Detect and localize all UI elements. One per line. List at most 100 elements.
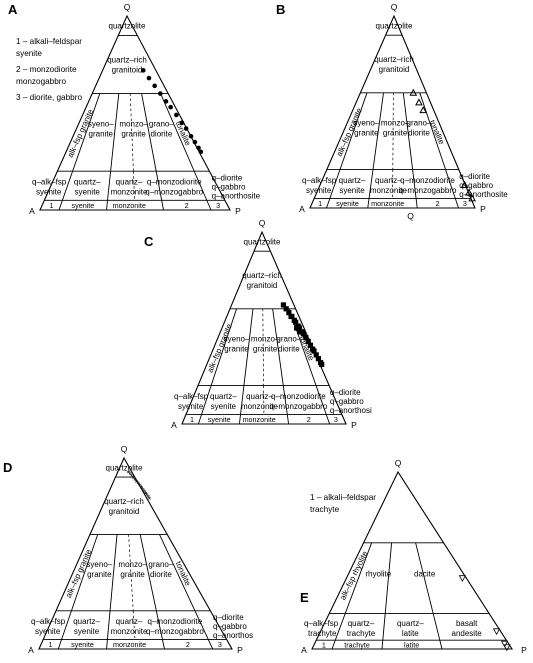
label-rhyolite: rhyolite (365, 570, 391, 579)
data-point-2 (286, 310, 292, 316)
data-point-6 (174, 112, 179, 118)
data-point-7: * (138, 482, 142, 492)
label-quartzolite: quartzolite (376, 22, 413, 31)
label-q-monzodiorite: q–monzodiorite (271, 392, 326, 401)
data-point-1 (415, 98, 423, 106)
data-point-4 (465, 188, 473, 196)
label-quartz-monzonite-1: quartz– (116, 178, 143, 187)
label-quartz-syenite-1: quartz– (73, 617, 100, 626)
label-quartz-syenite-2: syenite (211, 402, 237, 411)
data-point-2 (152, 83, 157, 89)
data-point-21 (297, 329, 303, 335)
data-point-13 (307, 342, 314, 348)
triangle-outline (38, 456, 233, 650)
label-granodiorite-1: grano– (149, 120, 174, 129)
label-q-gabbro: q–gabbro (330, 397, 364, 406)
corner-p: P (521, 645, 527, 655)
data-point-10: * (142, 487, 146, 497)
label-q-monzodiorite: q–monzodiorite (400, 176, 455, 185)
panel-letter: C (144, 234, 154, 249)
divider-0 (197, 308, 237, 425)
label-syenogranite-2: granite (354, 128, 379, 137)
legend-line: 3 – diorite, gabbro (16, 93, 82, 102)
data-point-1 (283, 306, 289, 312)
label-dacite: dacite (414, 570, 436, 579)
triangle-outline (39, 14, 231, 211)
data-point-4 (289, 313, 295, 320)
label-field-2: 2 (186, 640, 190, 649)
data-point-12 (305, 338, 311, 345)
data-point-2: * (130, 472, 134, 482)
data-point-17 (315, 356, 321, 362)
label-quartz-latite-2: latite (402, 629, 419, 638)
corner-bottom: Q (407, 211, 414, 221)
divider-2 (272, 308, 290, 425)
panel-letter: A (8, 2, 18, 17)
label-q-alk-fsp-2: syenite (306, 186, 332, 195)
data-point-11: * (144, 489, 148, 499)
label-q-alk-fsp: q–alk–fsp (174, 392, 209, 401)
data-point-20 (294, 325, 300, 331)
label-quartzolite: quartzolite (244, 238, 281, 247)
label-quartz-syenite-2: syenite (75, 188, 101, 197)
label-monzonite: monzonite (371, 199, 404, 208)
data-point-5 (168, 104, 173, 110)
label-q-alk-fsp-2: syenite (35, 627, 61, 636)
label-syenogranite-1: syeno– (88, 120, 114, 129)
label-monzonite: monzonite (113, 640, 146, 649)
label-quartz-monzonite-1: quartz– (375, 176, 402, 185)
label-quartz-syenite-1: quartz– (210, 392, 237, 401)
label-granodiorite-2: diorite (408, 128, 430, 137)
legend-line: monzogabbro (16, 77, 67, 86)
label-syenogranite-1: syeno– (353, 118, 379, 127)
divider-0 (58, 93, 101, 211)
label-granodiorite-1: grano– (407, 118, 432, 127)
legend-line: syenite (16, 49, 42, 58)
label-quartz-monzonite-2: monzonite (111, 627, 148, 636)
divider-0 (331, 542, 373, 650)
label-field-3: 3 (216, 201, 220, 210)
label-q-monzogabbro: q–monzogabbro (145, 188, 203, 197)
triangle-outline (309, 14, 476, 209)
panel-letter: D (3, 460, 12, 475)
data-point-5 (468, 194, 477, 202)
label-monzonite: monzonite (113, 201, 146, 210)
divider-2 (415, 542, 443, 650)
label-quartz-latite-1: quartz– (397, 619, 424, 628)
label-granitoid: granitoid (247, 281, 278, 290)
label-field-2: 2 (436, 199, 440, 208)
label-monzogranite-2: granite (120, 570, 145, 579)
divider-1 (367, 92, 384, 209)
data-point-16 (313, 352, 319, 358)
data-point-3 (503, 644, 511, 652)
label-granodiorite-1: grano– (276, 334, 301, 343)
label-q-monzodiorite: q–monzodiorite (147, 178, 202, 187)
label-quartz-rich: quartz–rich (107, 56, 147, 65)
data-point-8 (183, 126, 189, 131)
data-point-9: * (141, 485, 145, 495)
data-point-10 (192, 139, 198, 145)
divider-2 (139, 534, 165, 650)
data-point-1 (492, 628, 501, 636)
corner-p: P (351, 420, 357, 430)
label-syenogranite-1: syeno– (86, 560, 112, 569)
label-q-monzodiorite: q–monzodiorite (148, 617, 203, 626)
label-andesite: andesite (452, 629, 483, 638)
panel-letter: B (276, 2, 285, 17)
divider-0 (326, 92, 368, 209)
data-point-1 (146, 75, 152, 81)
divider-1 (106, 534, 118, 650)
triangle-outline (181, 230, 347, 425)
label-quartz-rich: quartz–rich (374, 55, 414, 64)
label-monzogranite-1: monzo– (251, 334, 280, 343)
label-q-alk-fsp: q–alk–fsp (302, 176, 337, 185)
corner-a: A (171, 420, 177, 430)
label-basalt: basalt (456, 619, 478, 628)
label-quartz-syenite-1: quartz– (339, 176, 366, 185)
data-point-6 (293, 319, 299, 325)
data-point-0 (409, 88, 418, 96)
corner-p: P (235, 206, 241, 216)
corner-q: Q (124, 2, 131, 12)
